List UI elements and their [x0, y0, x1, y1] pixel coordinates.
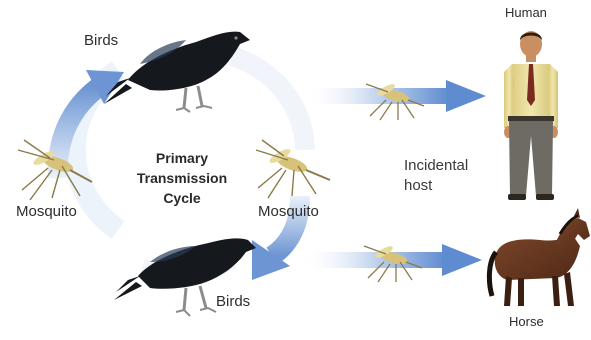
center-title-line-3: Cycle: [112, 188, 252, 208]
incidental-host-line-2: host: [404, 176, 468, 196]
human-figure-icon: [504, 31, 558, 200]
center-title-line-2: Transmission: [112, 168, 252, 188]
center-title-line-1: Primary: [112, 148, 252, 168]
label-birds-top: Birds: [84, 32, 118, 49]
mosquito-right-icon: [256, 140, 330, 198]
primary-transmission-cycle-title: Primary Transmission Cycle: [112, 148, 252, 208]
incidental-host-label: Incidental host: [404, 156, 468, 196]
label-horse: Horse: [509, 314, 544, 329]
crow-top-icon: [104, 32, 250, 112]
horse-figure-icon: [489, 208, 590, 306]
label-human: Human: [505, 5, 547, 20]
incidental-host-line-1: Incidental: [404, 156, 468, 176]
label-birds-bottom: Birds: [216, 293, 250, 310]
label-mosquito-left: Mosquito: [16, 203, 77, 220]
label-mosquito-right: Mosquito: [258, 203, 319, 220]
